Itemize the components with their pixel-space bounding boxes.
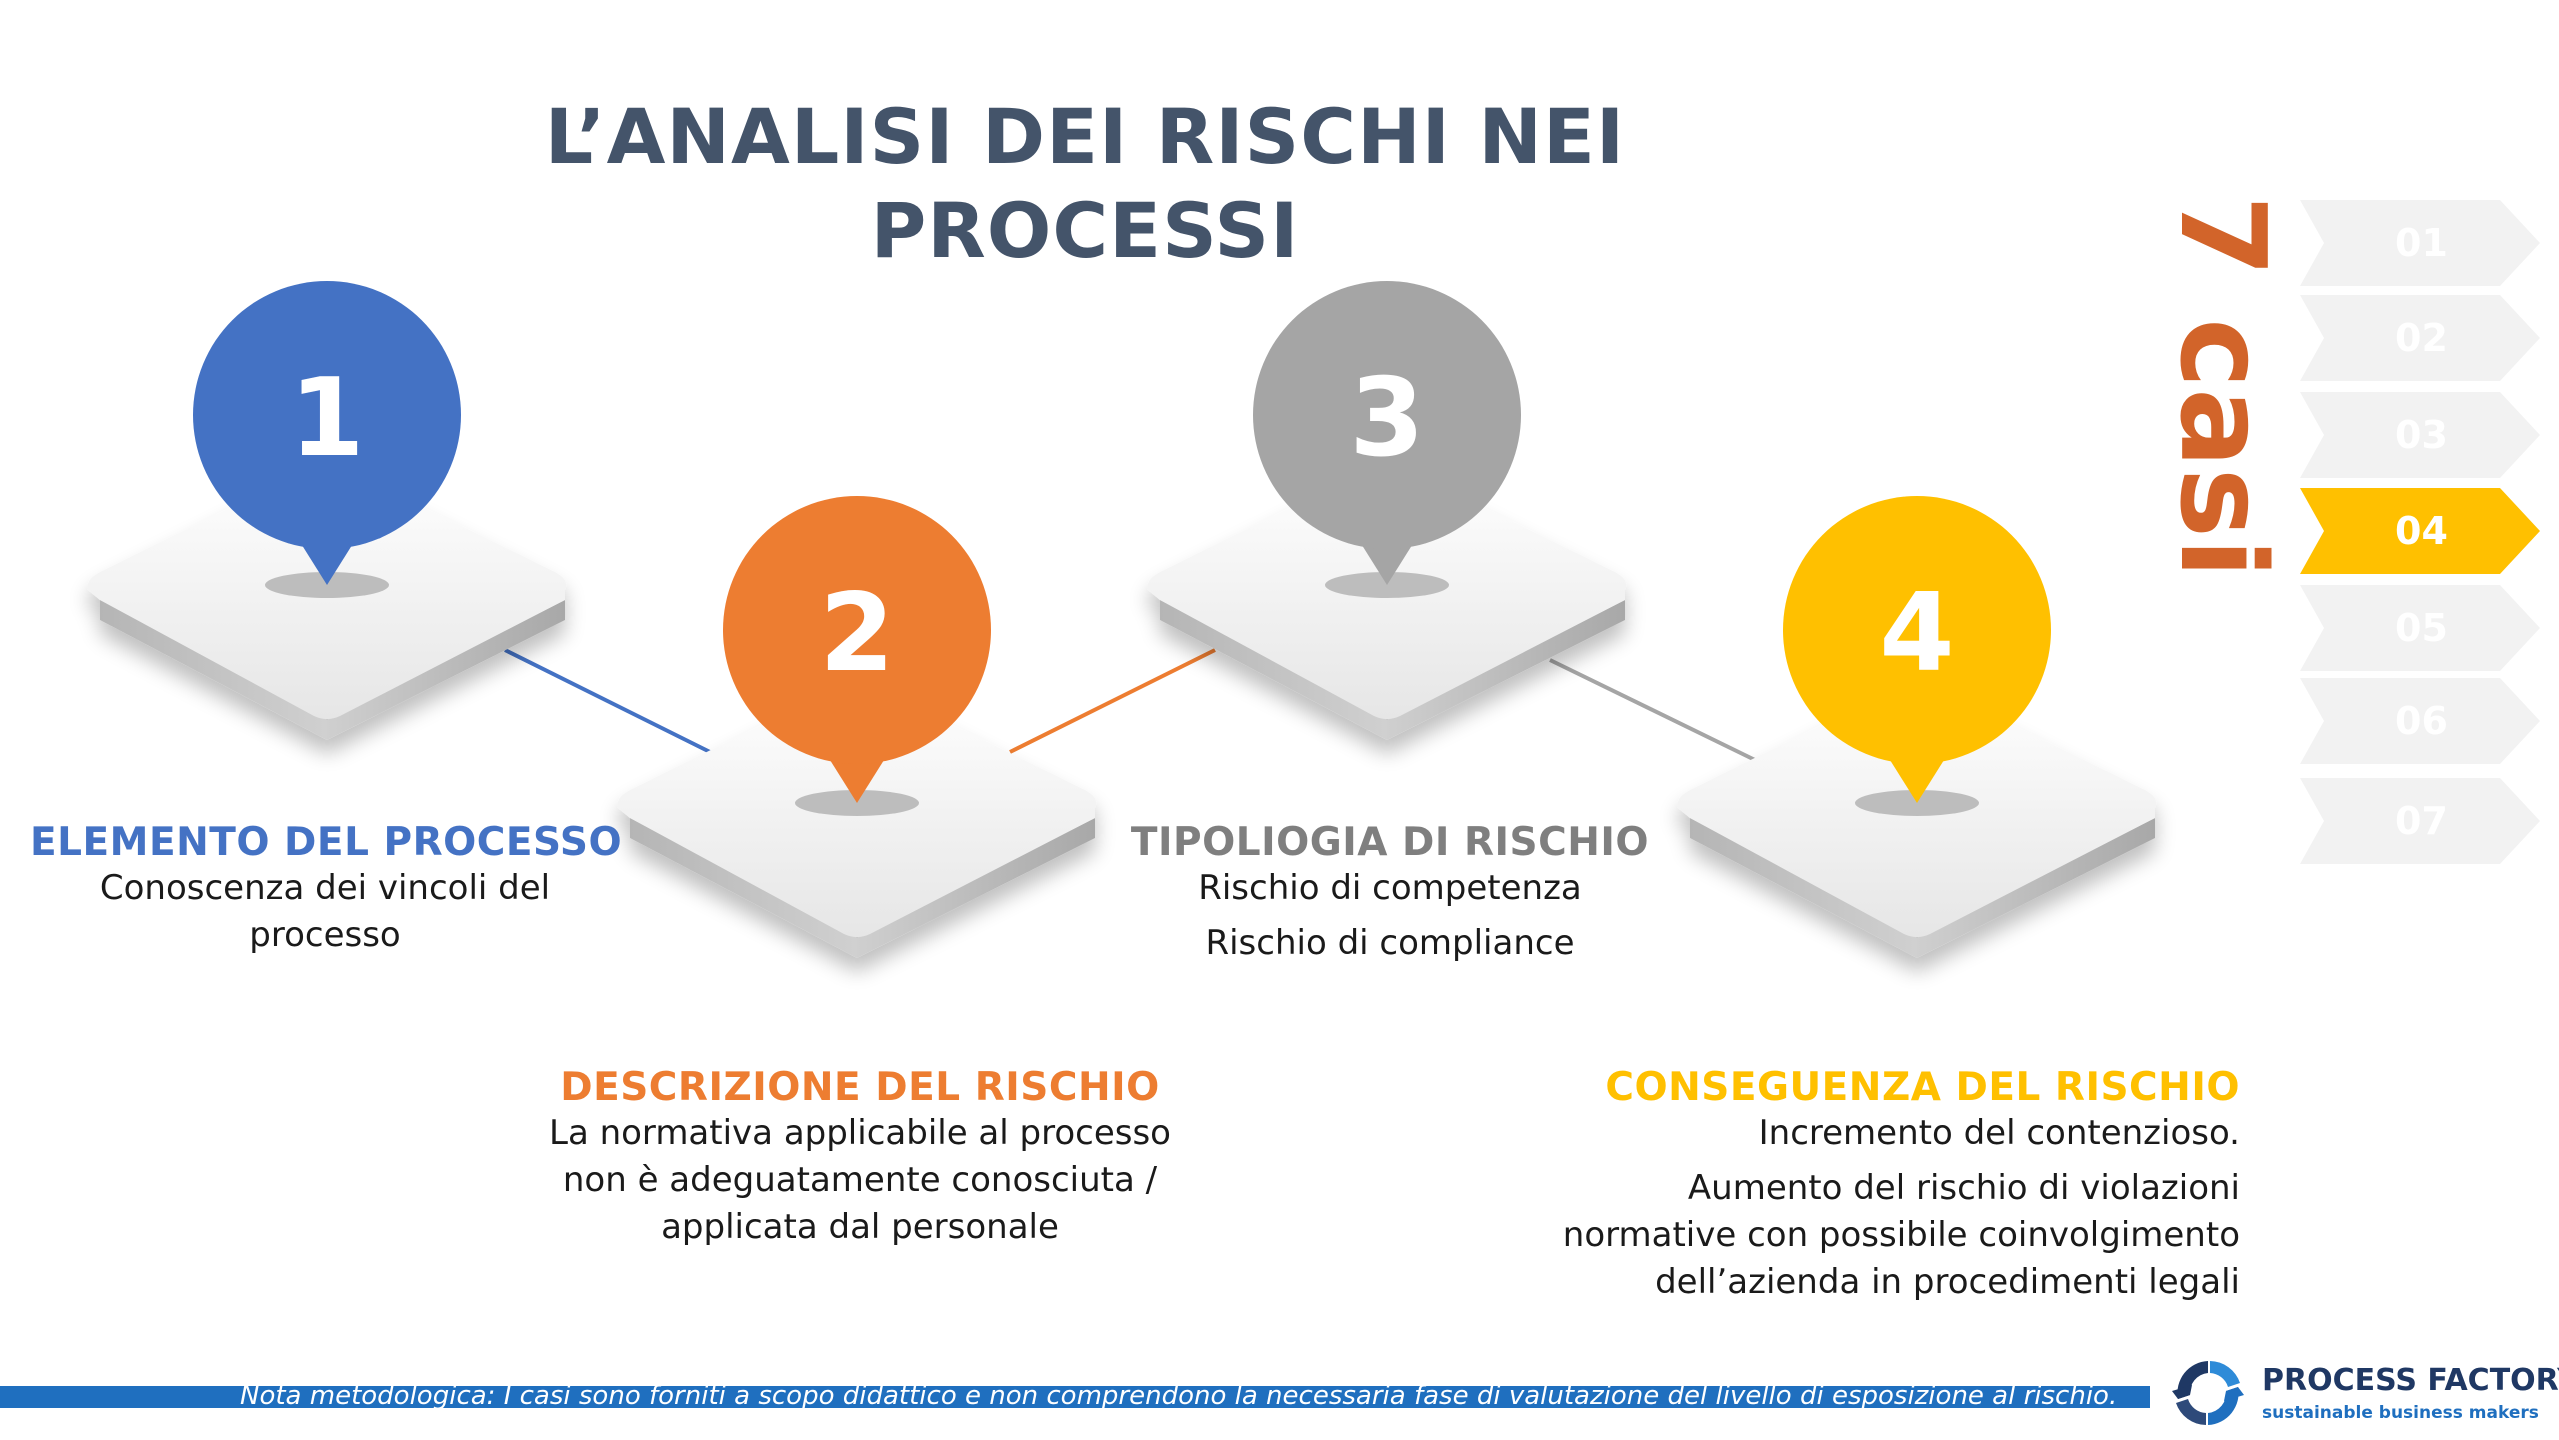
connector-1-2 [504, 648, 711, 754]
brand-tagline: sustainable business makers [2262, 1403, 2539, 1423]
step-2-description: La normativa applicabile al processo non… [520, 1110, 1200, 1251]
step-1-line: processo [249, 915, 401, 955]
case-step-arrow-icon [2300, 200, 2540, 286]
connector-3-4 [1549, 658, 1756, 762]
case-step-arrow-icon [2300, 488, 2540, 574]
case-step-label: 05 [2395, 606, 2448, 650]
pin-number-4: 4 [1879, 571, 1954, 696]
pin-1: 1 [193, 281, 461, 585]
step-3-line: Rischio di competenza [1198, 868, 1582, 908]
case-step-label: 02 [2395, 316, 2448, 360]
case-step-arrow-icon [2300, 678, 2540, 764]
case-step-05[interactable]: 05 [2300, 585, 2540, 671]
step-2-heading: DESCRIZIONE DEL RISCHIO [560, 1065, 1160, 1110]
case-step-02[interactable]: 02 [2300, 295, 2540, 381]
case-step-arrow-icon [2300, 392, 2540, 478]
case-step-label: 01 [2395, 221, 2448, 265]
step-4-heading: CONSEGUENZA DEL RISCHIO [1605, 1065, 2240, 1110]
brand: PROCESS FACTORY sustainable business mak… [2170, 1355, 2559, 1435]
step-4-text: CONSEGUENZA DEL RISCHIO Incremento del c… [1520, 1065, 2240, 1306]
platform-4 [1677, 682, 2157, 958]
case-step-01[interactable]: 01 [2300, 200, 2540, 286]
footer-note: Nota metodologica: I casi sono forniti a… [240, 1381, 2118, 1411]
case-step-arrow-icon [2300, 585, 2540, 671]
step-4-line: Aumento del rischio di violazioni [1687, 1168, 2240, 1208]
step-1-text: ELEMENTO DEL PROCESSO Conoscenza dei vin… [30, 820, 623, 959]
process-factory-logo-icon [2172, 1361, 2244, 1425]
step-1-heading: ELEMENTO DEL PROCESSO [30, 820, 623, 865]
cases-label: 7 casi [2154, 195, 2292, 579]
step-2-line: La normativa applicabile al processo [549, 1113, 1171, 1153]
step-2-line: applicata dal personale [661, 1207, 1059, 1247]
pin-number-2: 2 [819, 571, 894, 696]
step-1-description: Conoscenza dei vincoli del processo [30, 865, 620, 959]
brand-name: PROCESS FACTORY [2262, 1363, 2559, 1398]
step-4-line: normative con possibile coinvolgimento [1562, 1215, 2240, 1255]
step-2-text: DESCRIZIONE DEL RISCHIO La normativa app… [520, 1065, 1200, 1251]
case-step-04[interactable]: 04 [2300, 488, 2540, 574]
pin-number-1: 1 [289, 356, 364, 481]
pin-3: 3 [1253, 281, 1521, 585]
pin-2: 2 [723, 496, 991, 803]
case-step-label: 06 [2395, 699, 2448, 743]
connector-2-3 [1009, 648, 1216, 754]
case-step-03[interactable]: 03 [2300, 392, 2540, 478]
case-step-07[interactable]: 07 [2300, 778, 2540, 864]
case-step-06[interactable]: 06 [2300, 678, 2540, 764]
step-3-heading: TIPOLIOGIA DI RISCHIO [1130, 820, 1650, 865]
footer-bar [0, 1386, 2150, 1408]
step-1-line: Conoscenza dei vincoli del [99, 868, 551, 908]
case-step-label: 04 [2395, 509, 2448, 553]
case-step-arrow-icon [2300, 295, 2540, 381]
step-2-line: non è adeguatamente conosciuta / [562, 1160, 1158, 1200]
step-4-line: Incremento del contenzioso. [1758, 1113, 2240, 1153]
page-title: L’ANALISI DEI RISCHI NEI PROCESSI [544, 92, 1626, 275]
step-3-text: TIPOLIOGIA DI RISCHIO Rischio di compete… [1090, 820, 1690, 975]
step-4-line: dell’azienda in procedimenti legali [1655, 1262, 2240, 1302]
pin-number-3: 3 [1349, 356, 1424, 481]
step-3-line: Rischio di compliance [1205, 923, 1575, 963]
step-4-description: Incremento del contenzioso. Aumento del … [1520, 1110, 2240, 1306]
case-step-arrow-icon [2300, 778, 2540, 864]
case-step-label: 07 [2395, 799, 2448, 843]
step-3-description: Rischio di competenza Rischio di complia… [1090, 865, 1690, 967]
case-step-label: 03 [2395, 413, 2448, 457]
pin-4: 4 [1783, 496, 2051, 803]
